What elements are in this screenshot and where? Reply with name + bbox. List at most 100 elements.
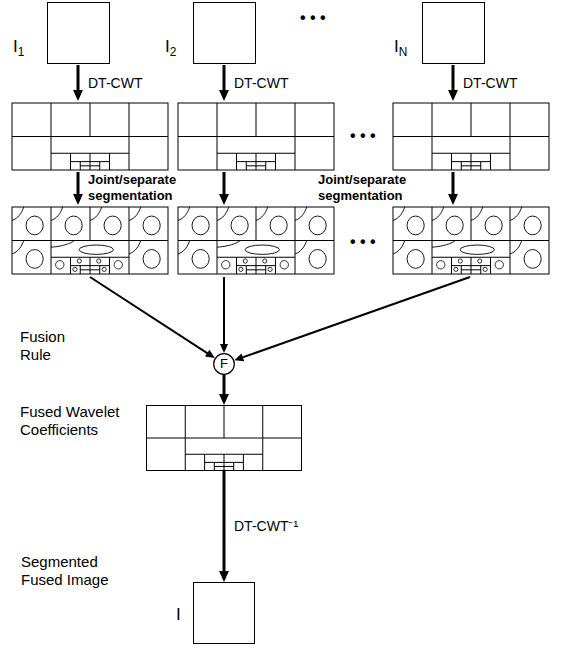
- region-blob: [495, 261, 503, 269]
- subband-frame: [178, 103, 334, 170]
- fusion-circle: F: [213, 353, 235, 375]
- region-boundary: [256, 207, 268, 220]
- region-blob: [524, 250, 541, 269]
- region-blob: [239, 267, 243, 271]
- arrow-head: [234, 354, 244, 362]
- edge-label: DT-CWT⁻¹: [234, 518, 298, 535]
- region-blob: [222, 261, 230, 269]
- region-boundary: [510, 241, 522, 254]
- subband-line: [129, 207, 130, 274]
- subband-frame: [393, 103, 549, 170]
- subband-line: [471, 103, 472, 137]
- subband-grid: [12, 103, 168, 170]
- region-boundary: [129, 207, 141, 220]
- subband-line: [80, 269, 100, 270]
- subband-line: [90, 103, 91, 137]
- region-blob: [143, 250, 160, 269]
- subband-line: [295, 207, 296, 274]
- region-boundary: [393, 207, 405, 220]
- diagram-label: DT-CWT: [463, 75, 517, 92]
- node-label: Fused Wavelet Coefficients: [20, 403, 135, 439]
- subband-line: [185, 406, 186, 471]
- edge-group: [219, 471, 229, 582]
- region-boundary: [217, 241, 240, 248]
- edge-group: [219, 375, 229, 405]
- region-boundary: [295, 207, 307, 220]
- diagram-label: DT-CWT: [234, 75, 288, 92]
- region-blob: [407, 216, 424, 235]
- subband-grid: [393, 207, 549, 274]
- subband-line: [237, 265, 276, 266]
- region-blob: [460, 245, 494, 254]
- region-blob: [407, 250, 424, 269]
- connector: [223, 471, 226, 575]
- subband-line: [452, 161, 491, 162]
- arrow-line: [77, 65, 80, 92]
- region-blob: [77, 259, 81, 263]
- subband-line: [246, 269, 266, 270]
- region-boundary: [178, 241, 190, 254]
- subband-line: [129, 103, 130, 170]
- region-blob: [309, 216, 326, 235]
- region-blob: [243, 259, 247, 263]
- node-label: I1: [13, 37, 43, 57]
- arrow-head: [73, 194, 83, 205]
- subband-grid: [12, 207, 168, 274]
- subband-line: [217, 207, 218, 274]
- region-blob: [485, 216, 502, 235]
- region-blob: [65, 216, 82, 235]
- subband-grid: [178, 103, 334, 170]
- diagram-label: DT-CWT: [88, 75, 142, 92]
- subband-line: [510, 103, 511, 170]
- diagram-label: • • •: [350, 232, 376, 251]
- region-blob: [73, 267, 77, 271]
- region-boundary: [12, 207, 24, 220]
- subband-line: [90, 207, 91, 241]
- image-box: IN: [422, 2, 485, 64]
- region-boundary: [393, 241, 405, 254]
- region-blob: [104, 216, 121, 235]
- subband-line: [510, 207, 511, 274]
- node-label: I: [176, 605, 190, 625]
- region-boundary: [90, 207, 102, 220]
- region-boundary: [217, 207, 229, 220]
- subband-line: [71, 161, 110, 162]
- region-blob: [524, 216, 541, 235]
- subband-line: [461, 269, 481, 270]
- diagram-label: • • •: [350, 126, 376, 145]
- region-blob: [478, 259, 482, 263]
- image-box: Fused Wavelet Coefficients: [146, 405, 302, 471]
- subband-frame: [12, 103, 168, 170]
- node-label: Segmented Fused Image: [21, 553, 121, 589]
- region-boundary: [12, 241, 24, 254]
- region-blob: [245, 245, 279, 254]
- arrow-line: [452, 172, 455, 196]
- region-blob: [97, 259, 101, 263]
- arrow-line: [90, 277, 209, 354]
- circle-shape: [214, 354, 235, 375]
- node-label: F: [213, 356, 235, 372]
- diagram-label: Fusion Rule: [20, 328, 100, 364]
- region-blob: [231, 216, 248, 235]
- subband-line: [432, 103, 433, 170]
- diagram-label: Joint/separate segmentation: [318, 172, 443, 203]
- diagram-label: • • •: [300, 8, 326, 27]
- region-boundary: [295, 241, 307, 254]
- region-blob: [56, 261, 64, 269]
- region-blob: [263, 259, 267, 263]
- subband-line: [452, 265, 491, 266]
- arrow-line: [77, 172, 80, 196]
- region-blob: [309, 250, 326, 269]
- subband-line: [471, 207, 472, 241]
- region-blob: [143, 216, 160, 235]
- subband-frame: [393, 207, 549, 274]
- subband-line: [461, 165, 481, 166]
- subband-line: [256, 103, 257, 137]
- subband-grid: [147, 406, 302, 471]
- region-boundary: [51, 207, 63, 220]
- arrow-head: [219, 571, 229, 582]
- arrow-line: [223, 65, 226, 92]
- region-blob: [483, 267, 487, 271]
- subband-line: [295, 103, 296, 170]
